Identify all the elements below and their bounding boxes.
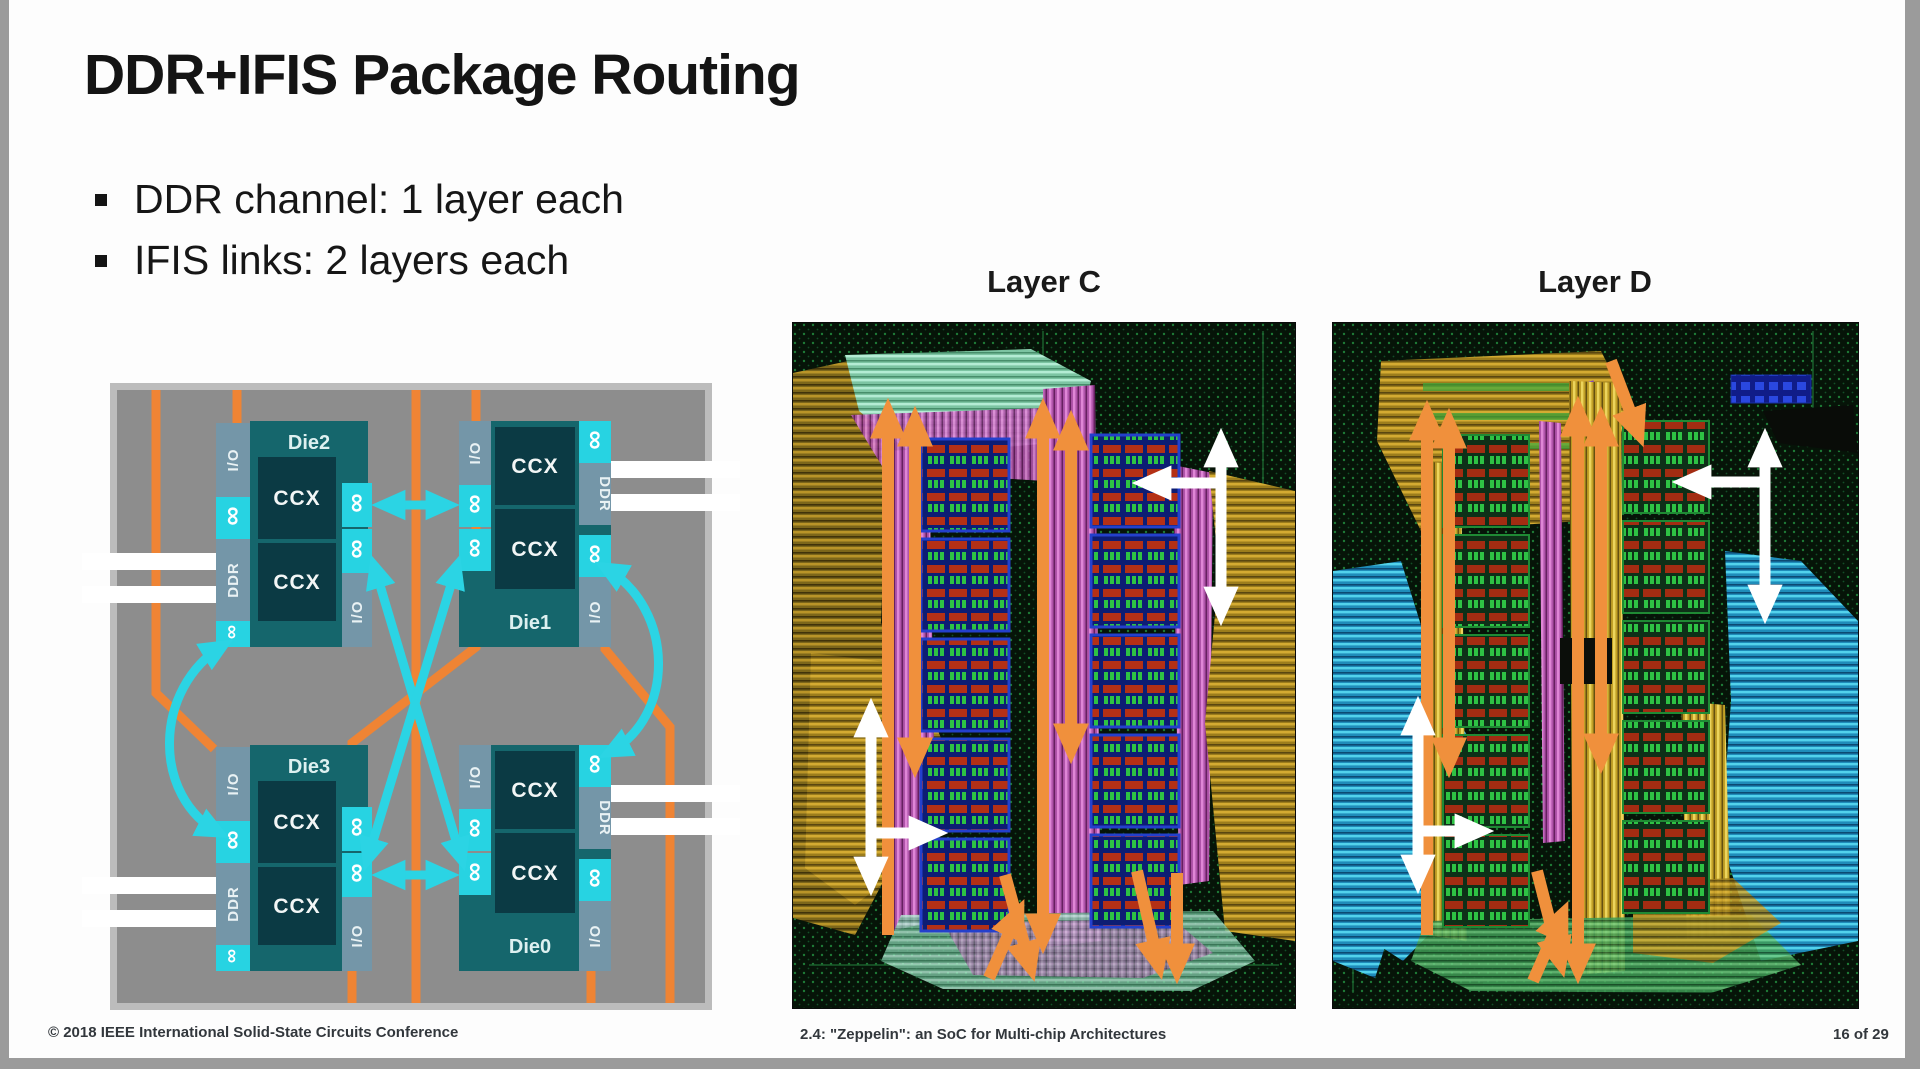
layer-c-white-arrows	[853, 427, 1239, 897]
ifis-link-arrows	[165, 489, 663, 891]
io-label: I/O	[587, 924, 604, 947]
footer-paper-title: 2.4: "Zeppelin": an SoC for Multi-chip A…	[800, 1026, 1167, 1043]
ifis-port: ∞	[461, 862, 491, 881]
layer-d-routing-image	[1333, 323, 1858, 1008]
bullet-text: DDR channel: 1 layer each	[134, 176, 624, 222]
die3-block: Die3 CCX CCX I/O DDR ∞ ∞ ∞ ∞ I/O	[216, 745, 373, 971]
ifis-port: ∞	[581, 868, 611, 887]
layer-d-label: Layer D	[1538, 264, 1652, 299]
bullet-marker	[95, 193, 107, 206]
die-name: Die0	[509, 936, 551, 958]
io-label: I/O	[349, 924, 366, 947]
ccx-label: CCX	[511, 862, 558, 885]
io-label: I/O	[587, 600, 604, 623]
die-name: Die2	[288, 432, 330, 454]
ifis-port: ∞	[221, 949, 243, 963]
die0-block: CCX CCX Die0 I/O ∞ ∞ ∞ DDR ∞ I/O	[459, 745, 613, 971]
footer-copyright: © 2018 IEEE International Solid-State Ci…	[48, 1024, 459, 1041]
ddr-channel-bars	[82, 461, 740, 927]
ddr-label: DDR	[596, 800, 613, 836]
ddr-label: DDR	[225, 562, 242, 598]
ifis-port: ∞	[221, 625, 243, 639]
io-label: I/O	[467, 441, 484, 464]
ccx-label: CCX	[273, 571, 320, 594]
die1-block: CCX CCX Die1 I/O ∞ ∞ ∞ DDR ∞ I/O	[459, 421, 613, 647]
ccx-label: CCX	[273, 487, 320, 510]
ifis-port: ∞	[343, 817, 373, 836]
io-label: I/O	[467, 765, 484, 788]
io-label: I/O	[225, 772, 242, 795]
ifis-port: ∞	[343, 539, 373, 558]
ccx-label: CCX	[273, 811, 320, 834]
layer-d-white-arrows	[1400, 427, 1783, 895]
die2-block: Die2 CCX CCX I/O DDR ∞ ∞ ∞ ∞ I/O	[216, 421, 373, 647]
ifis-port: ∞	[581, 754, 611, 773]
bullet-text: IFIS links: 2 layers each	[134, 237, 570, 283]
ifis-port: ∞	[461, 818, 491, 837]
ifis-port: ∞	[219, 506, 249, 525]
ifis-port: ∞	[461, 538, 491, 557]
ddr-label: DDR	[225, 886, 242, 922]
bullet-marker	[95, 254, 107, 267]
io-label: I/O	[225, 448, 242, 471]
io-label: I/O	[349, 600, 366, 623]
bullet-item: IFIS links: 2 layers each	[95, 237, 624, 284]
ddr-label: DDR	[596, 476, 613, 512]
layer-c-routing-image	[793, 323, 1295, 1008]
ifis-port: ∞	[343, 493, 373, 512]
package-routing-diagram: Die2 CCX CCX I/O DDR ∞ ∞ ∞ ∞ I/O CCX	[82, 383, 740, 1010]
ccx-label: CCX	[511, 455, 558, 478]
ifis-port: ∞	[581, 544, 611, 563]
ifis-port: ∞	[581, 430, 611, 449]
slide: DDR+IFIS Package Routing DDR channel: 1 …	[9, 0, 1905, 1058]
ccx-label: CCX	[511, 538, 558, 561]
die-name: Die1	[509, 612, 551, 634]
layer-c-label: Layer C	[987, 264, 1101, 299]
ccx-label: CCX	[511, 779, 558, 802]
die-name: Die3	[288, 756, 330, 778]
page-title: DDR+IFIS Package Routing	[84, 43, 801, 107]
ccx-label: CCX	[273, 895, 320, 918]
bullet-list: DDR channel: 1 layer each IFIS links: 2 …	[95, 176, 624, 298]
ifis-port: ∞	[219, 830, 249, 849]
ifis-port: ∞	[461, 494, 491, 513]
layer-c-bga-pad-arrays	[919, 433, 1181, 933]
footer-page-number: 16 of 29	[1833, 1026, 1889, 1043]
ifis-port: ∞	[343, 863, 373, 882]
bullet-item: DDR channel: 1 layer each	[95, 176, 624, 223]
